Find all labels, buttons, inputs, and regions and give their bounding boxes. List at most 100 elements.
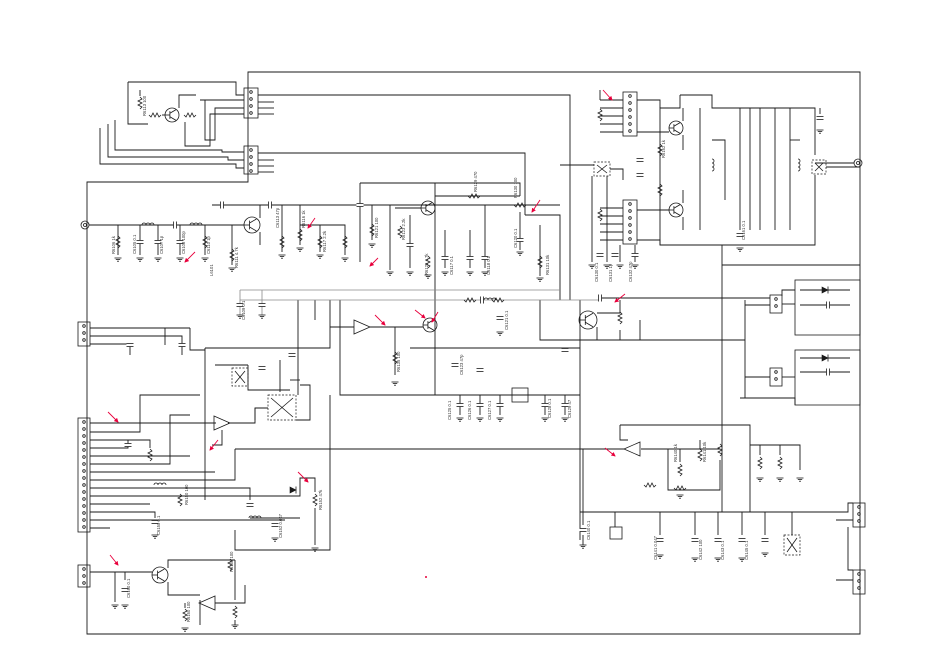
wire <box>204 100 244 141</box>
resistor <box>297 228 303 242</box>
capacitor <box>596 253 604 257</box>
component-box <box>609 526 623 540</box>
component-label: C6121 0.1 <box>504 310 509 330</box>
connector-body <box>77 321 91 347</box>
transistor <box>422 317 438 333</box>
connector-pin <box>249 148 253 152</box>
capacitor <box>441 256 449 260</box>
transistor-emitter <box>673 129 681 134</box>
connector <box>77 564 91 588</box>
capacitor-gap <box>406 243 414 247</box>
capacitor <box>406 243 414 247</box>
wire <box>90 477 316 497</box>
wire <box>228 408 256 424</box>
resistor <box>232 605 238 619</box>
inductor <box>248 515 262 519</box>
component-label: C6130 0.1 <box>594 262 599 282</box>
connector-body <box>243 145 259 175</box>
capacitor-gap <box>496 316 504 320</box>
wire <box>781 289 795 296</box>
ground-symbol <box>676 494 684 499</box>
dashed-module <box>783 534 801 556</box>
wire <box>597 300 621 314</box>
component-label: C6117 0.1 <box>449 255 454 275</box>
resistor <box>643 482 657 488</box>
connector <box>852 569 866 595</box>
transistor-collector <box>673 122 681 127</box>
red-arrow <box>602 89 613 101</box>
capacitor-gap <box>178 343 186 347</box>
connector-pin <box>82 434 86 438</box>
component-label: C6120 0.1 <box>513 228 518 248</box>
sub-board-frame <box>794 349 861 406</box>
resistor <box>317 235 323 249</box>
resistor <box>229 248 235 262</box>
connector-pin <box>628 101 632 105</box>
wire <box>107 124 244 161</box>
capacitor <box>220 201 224 209</box>
component-label: R6162 1k <box>661 139 666 158</box>
wire <box>847 527 853 571</box>
dashed-module <box>231 367 249 387</box>
resistor <box>148 112 162 118</box>
capacitor-gap <box>173 221 177 229</box>
component-label: C6143 0.1 <box>720 540 725 560</box>
transistor <box>578 310 598 330</box>
connector <box>77 417 91 533</box>
capacitor-gap <box>271 523 279 527</box>
component-label: C6152 0.047 <box>278 513 283 538</box>
wire <box>620 424 751 512</box>
op-amp <box>213 415 231 431</box>
ground-symbol <box>588 264 596 269</box>
component-label: R6130 100 <box>513 177 518 198</box>
capacitor <box>124 443 132 447</box>
diode <box>821 286 829 294</box>
resistor <box>463 297 477 303</box>
wire <box>580 502 853 513</box>
capacitor <box>496 316 504 320</box>
op-amp <box>198 595 216 611</box>
resistor <box>673 485 687 491</box>
resistor <box>182 608 188 622</box>
connector-pin <box>249 155 253 159</box>
wire <box>619 320 641 341</box>
component-label: R6135 100 <box>396 351 401 372</box>
transistor-collector <box>157 568 165 574</box>
resistor <box>617 311 623 325</box>
module-cross <box>786 537 798 553</box>
connector-pin <box>82 525 86 529</box>
connector-pin <box>249 162 253 166</box>
capacitor <box>258 366 266 370</box>
capacitor <box>714 538 722 542</box>
ground-symbol <box>236 314 244 319</box>
connector-pin <box>249 90 253 94</box>
capacitor <box>176 240 184 244</box>
red-arrow <box>431 311 439 323</box>
connector-pin <box>82 497 86 501</box>
capacitor-gap <box>476 368 484 372</box>
capacitor <box>288 353 296 357</box>
transistor-emitter <box>427 326 435 331</box>
connector-pin <box>774 304 778 308</box>
connector-pin <box>82 483 86 487</box>
connector-pin <box>82 518 86 522</box>
ground-symbol <box>176 257 184 262</box>
connector-pin <box>628 94 632 98</box>
capacitor <box>271 523 279 527</box>
dashed-module-frame <box>231 367 249 387</box>
component-label: C6105 0.1 <box>132 234 137 254</box>
ground-symbol <box>516 251 524 256</box>
wire <box>90 440 129 449</box>
connector-body <box>77 564 91 588</box>
connector-pin <box>628 202 632 206</box>
inductor <box>153 482 167 486</box>
wire <box>167 582 200 596</box>
connector-pin <box>249 169 253 173</box>
wire <box>750 444 801 470</box>
diode-body <box>821 286 829 294</box>
transistor <box>420 200 436 216</box>
capacitor <box>258 303 266 307</box>
components <box>77 87 866 632</box>
transistor-emitter <box>157 576 165 582</box>
